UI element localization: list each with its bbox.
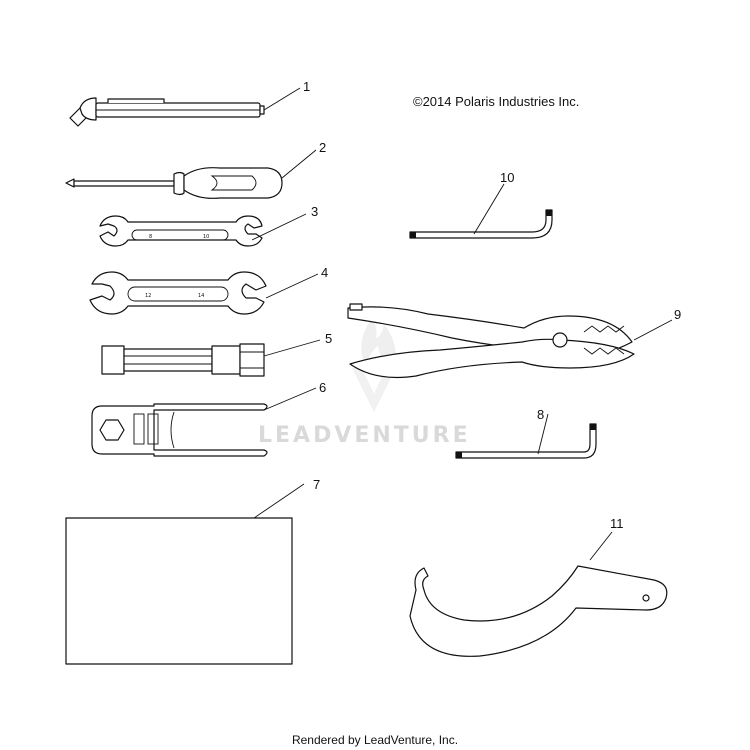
- part-1-pressure-gauge: [69, 97, 265, 127]
- callout-1: 1: [303, 79, 310, 94]
- leader-line-11: [589, 531, 613, 561]
- callout-10: 10: [500, 170, 514, 185]
- part-4-wrench-large: 12 14: [89, 271, 267, 315]
- copyright-notice: ©2014 Polaris Industries Inc.: [413, 94, 580, 109]
- wrench-large-size-b: 14: [198, 293, 204, 299]
- watermark-text: LEADVENTURE: [258, 423, 471, 448]
- part-2-screwdriver: [65, 167, 283, 199]
- wrench-large-size-a: 12: [145, 293, 151, 299]
- part-11-spanner-wrench: [409, 565, 668, 657]
- leader-line-1: [263, 87, 301, 111]
- part-3-wrench-small: 8 10: [99, 215, 263, 247]
- part-5-spark-plug-socket: [101, 343, 265, 377]
- leader-line-5: [263, 339, 321, 357]
- callout-2: 2: [319, 140, 326, 155]
- callout-6: 6: [319, 380, 326, 395]
- callout-3: 3: [311, 204, 318, 219]
- callout-5: 5: [325, 331, 332, 346]
- footer-credit: Rendered by LeadVenture, Inc.: [291, 733, 459, 747]
- part-7-owners-manual: [65, 517, 293, 665]
- part-10-hex-key: [409, 209, 553, 239]
- part-6-tool-strap: [91, 403, 268, 457]
- leader-line-7: [253, 483, 305, 519]
- leader-line-6: [263, 387, 317, 411]
- leader-line-8: [537, 413, 549, 455]
- callout-11: 11: [610, 516, 624, 531]
- part-8-hex-key: [455, 423, 597, 459]
- wrench-small-size-a: 8: [149, 234, 152, 240]
- leader-line-2: [281, 149, 317, 179]
- part-9-pliers: [347, 303, 635, 379]
- leader-line-10: [473, 183, 505, 235]
- callout-4: 4: [321, 265, 328, 280]
- callout-8: 8: [537, 407, 544, 422]
- leader-line-4: [265, 273, 319, 299]
- wrench-small-size-b: 10: [203, 234, 209, 240]
- leader-line-3: [251, 213, 307, 241]
- callout-9: 9: [674, 307, 681, 322]
- callout-7: 7: [313, 477, 320, 492]
- leader-line-9: [633, 319, 673, 341]
